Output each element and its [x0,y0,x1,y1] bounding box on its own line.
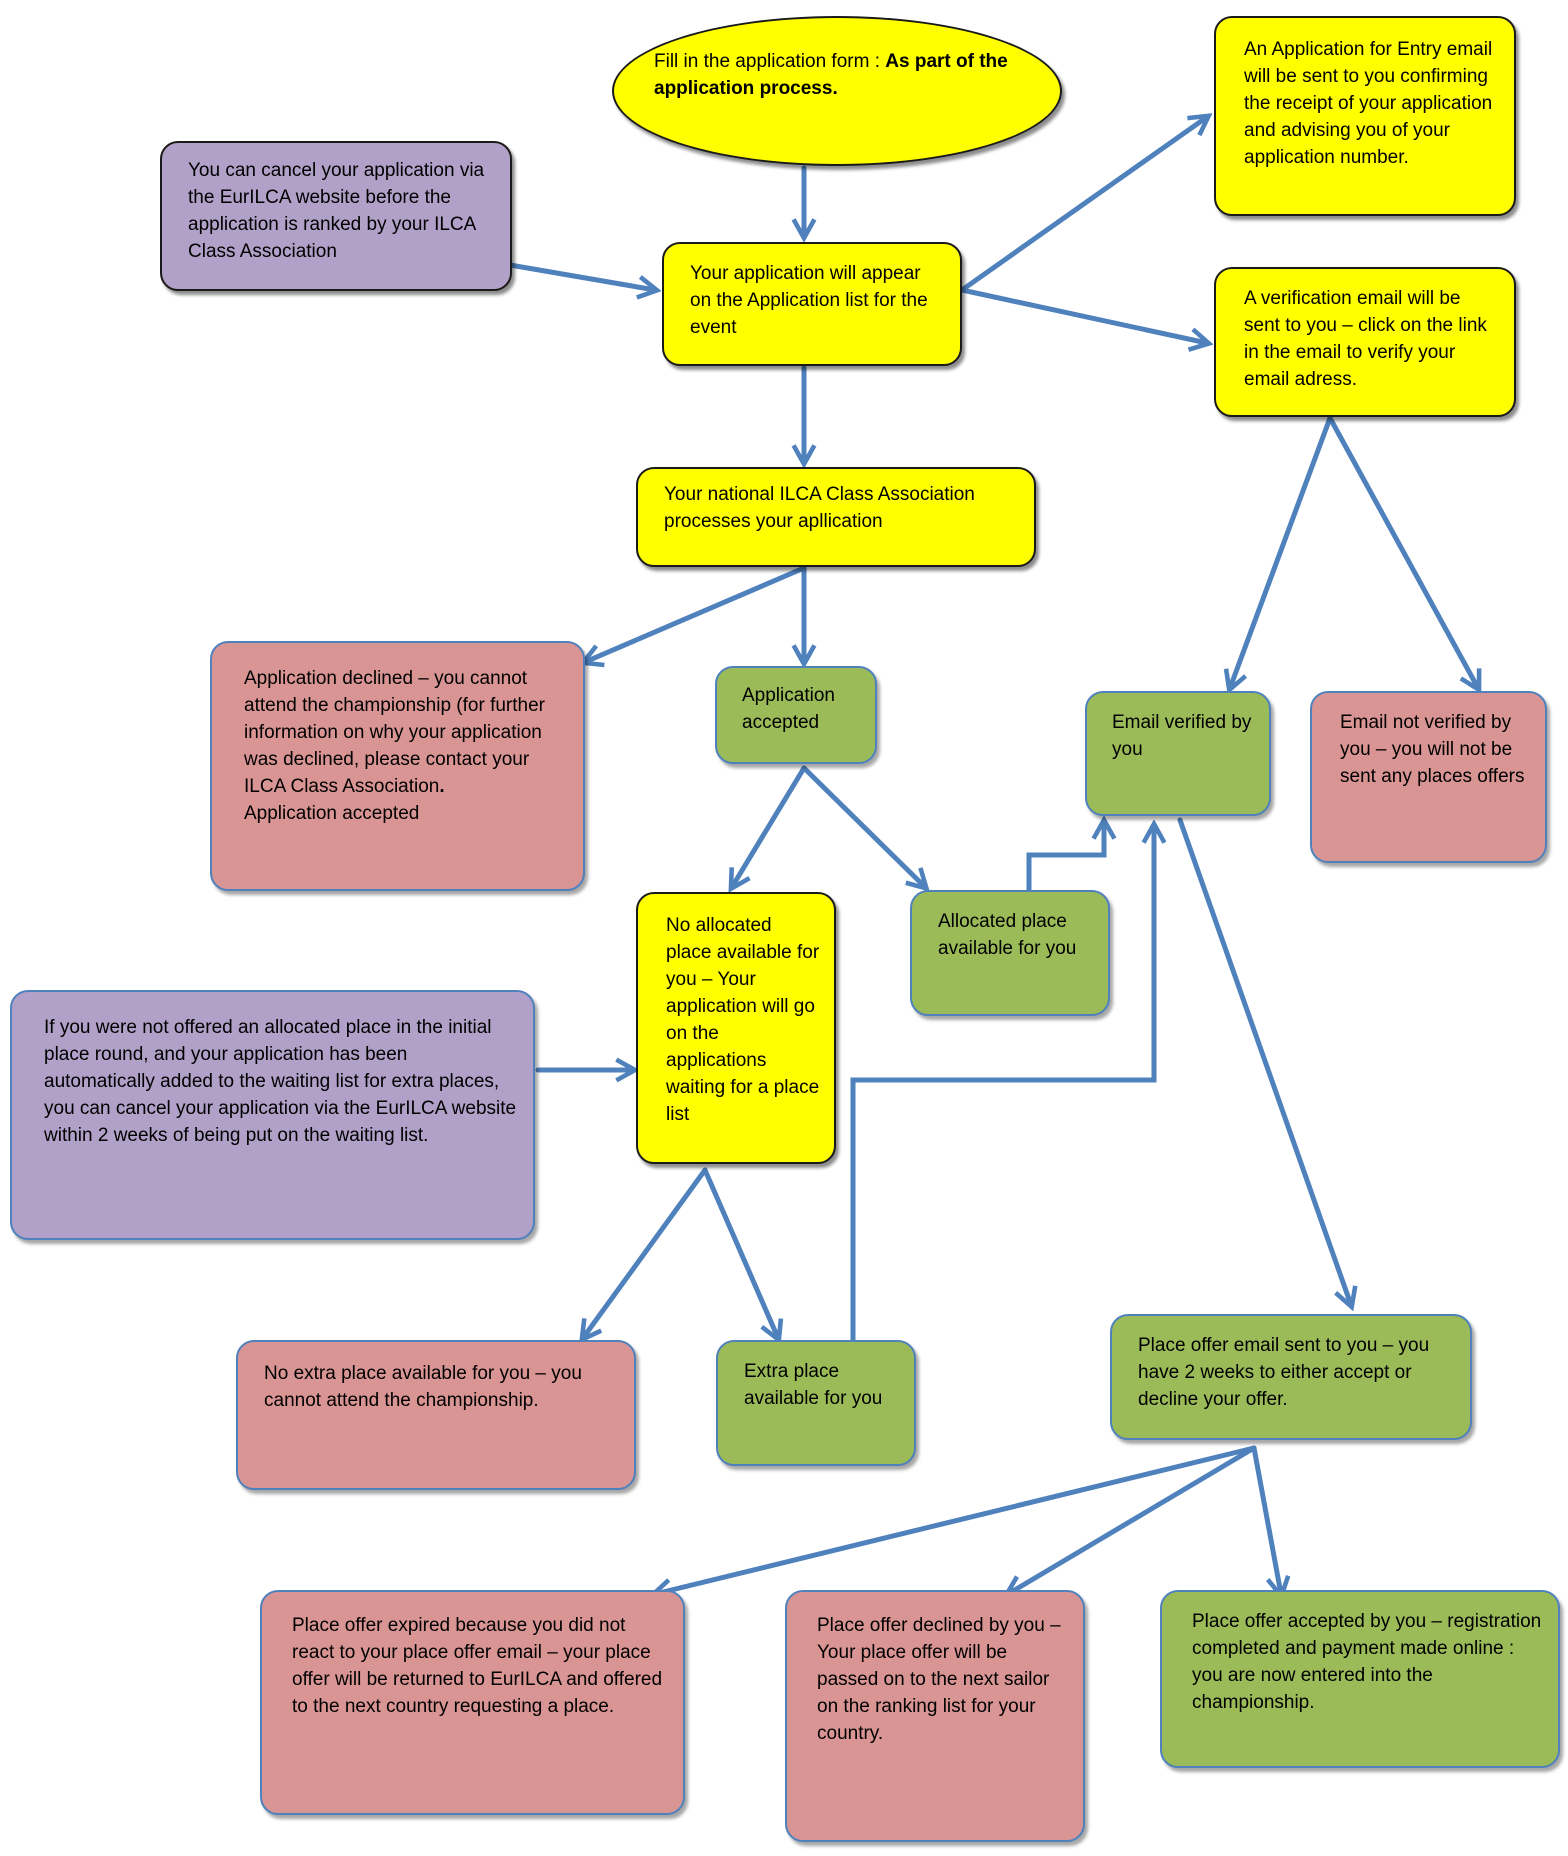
accepted-node: Application accepted [715,666,877,764]
offer-declined-text: Place offer declined by you – Your place… [817,1615,1061,1744]
email-not-verified-node: Email not verified by you – you will not… [1310,691,1547,863]
arrow-offer-to-declined [1008,1445,1257,1594]
extra-place-node: Extra place available for you [716,1340,916,1466]
allocated-place-text: Allocated place available for you [938,911,1077,959]
arrow-cancel-to-list [507,262,655,290]
arrow-verify-to-verified [1230,415,1333,688]
fill-form-node: Fill in the application form : As part o… [612,16,1062,166]
arrow-verified-to-offer-sent [1177,817,1351,1305]
offer-expired-node: Place offer expired because you did not … [260,1590,685,1815]
cancel-waiting-list-node: If you were not offered an allocated pla… [10,990,535,1240]
national-processes-text: Your national ILCA Class Association pro… [664,484,975,532]
arrow-national-to-declined [585,565,807,662]
application-list-text: Your application will appear on the Appl… [690,263,928,338]
fill-form-text: Fill in the application form : [654,51,886,72]
cancel-waiting-list-text: If you were not offered an allocated pla… [44,1017,517,1146]
arrow-list-to-verify-email [959,287,1207,343]
offer-declined-node: Place offer declined by you – Your place… [785,1590,1085,1842]
allocated-place-node: Allocated place available for you [910,890,1110,1016]
arrow-no-allocated-to-extra [702,1167,778,1338]
arrow-accepted-to-allocated [801,765,925,887]
arrow-accepted-to-no-allocated [732,765,807,887]
cancel-before-ranking-text: You can cancel your application via the … [188,160,485,262]
no-extra-place-text: No extra place available for you – you c… [264,1363,582,1411]
application-list-node: Your application will appear on the Appl… [662,242,962,366]
national-processes-node: Your national ILCA Class Association pro… [636,467,1036,567]
no-allocated-place-node: No allocated place available for you – Y… [636,892,836,1164]
cancel-before-ranking-node: You can cancel your application via the … [160,141,512,291]
arrow-allocated-to-verified [1026,822,1104,893]
accepted-text: Application accepted [742,685,835,733]
offer-expired-text: Place offer expired because you did not … [292,1615,663,1717]
email-verified-text: Email verified by you [1112,712,1252,760]
offer-accepted-text: Place offer accepted by you – registrati… [1192,1611,1542,1713]
verify-email-text: A verification email will be sent to you… [1244,288,1487,390]
offer-email-sent-text: Place offer email sent to you – you have… [1138,1335,1430,1410]
arrow-offer-to-accepted [1251,1445,1281,1594]
no-allocated-place-text: No allocated place available for you – Y… [666,915,820,1125]
fill-form-bold-text: As part of the application process. [654,51,1008,99]
verify-email-node: A verification email will be sent to you… [1214,267,1516,417]
declined-bold-dot: . [439,776,445,797]
arrow-no-allocated-to-no-extra [583,1167,708,1338]
declined-text: Application declined – you cannot attend… [244,668,546,797]
email-verified-node: Email verified by you [1085,691,1271,816]
arrow-offer-to-expired [655,1445,1257,1594]
declined-node: Application declined – you cannot attend… [210,641,585,891]
offer-email-sent-node: Place offer email sent to you – you have… [1110,1314,1472,1440]
arrow-verify-to-not-verified [1327,415,1478,688]
extra-place-text: Extra place available for you [744,1361,883,1409]
offer-accepted-node: Place offer accepted by you – registrati… [1160,1590,1560,1768]
entry-email-text: An Application for Entry email will be s… [1244,39,1493,168]
entry-email-node: An Application for Entry email will be s… [1214,16,1516,216]
declined-extra-text: Application accepted [244,803,420,824]
email-not-verified-text: Email not verified by you – you will not… [1340,712,1525,787]
arrow-list-to-entry-email [959,117,1207,293]
no-extra-place-node: No extra place available for you – you c… [236,1340,636,1490]
arrow-extra-to-verified [850,826,1154,1348]
